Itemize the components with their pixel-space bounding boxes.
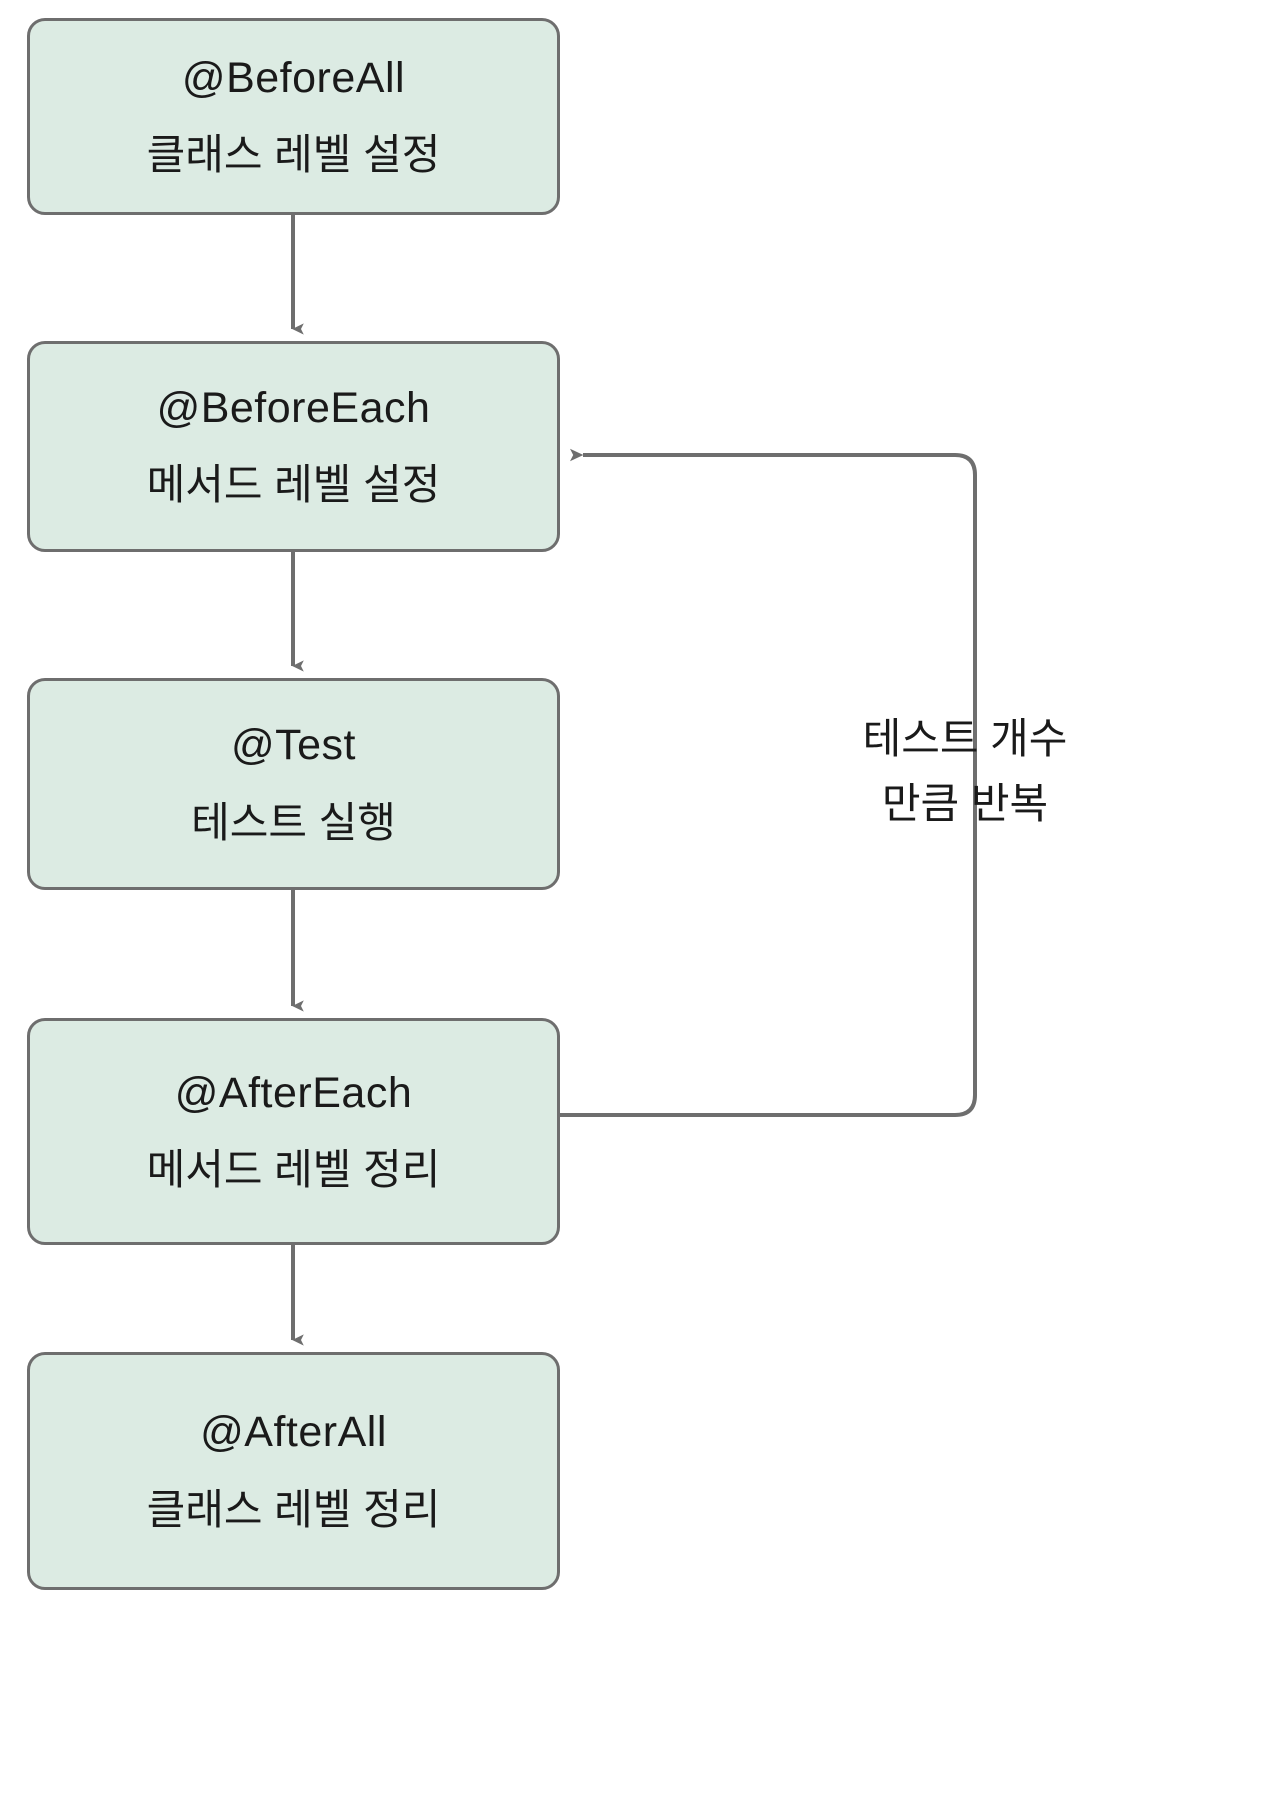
- node-test-title: @Test: [230, 721, 356, 770]
- node-after-all[interactable]: @AfterAll 클래스 레벨 정리: [27, 1352, 560, 1590]
- node-before-all-subtitle: 클래스 레벨 설정: [146, 131, 441, 179]
- node-after-each-subtitle: 메서드 레벨 정리: [146, 1146, 441, 1194]
- node-test-subtitle: 테스트 실행: [191, 798, 396, 846]
- node-before-each-subtitle: 메서드 레벨 설정: [146, 461, 441, 509]
- loop-label-line-1: 테스트 개수: [862, 715, 1068, 762]
- node-before-all-title: @BeforeAll: [181, 53, 406, 102]
- node-before-all[interactable]: @BeforeAll 클래스 레벨 설정: [27, 18, 560, 215]
- loop-label: 테스트 개수 만큼 반복: [860, 706, 1070, 836]
- connector-loop-back: [560, 448, 977, 1117]
- node-test[interactable]: @Test 테스트 실행: [27, 678, 560, 890]
- node-after-all-title: @AfterAll: [200, 1408, 387, 1457]
- node-after-each-title: @AfterEach: [174, 1068, 413, 1117]
- loop-label-line-2: 만큼 반복: [881, 780, 1049, 828]
- node-after-each[interactable]: @AfterEach 메서드 레벨 정리: [27, 1018, 560, 1245]
- node-after-all-subtitle: 클래스 레벨 정리: [146, 1485, 441, 1533]
- node-before-each-title: @BeforeEach: [156, 383, 431, 432]
- node-before-each[interactable]: @BeforeEach 메서드 레벨 설정: [27, 341, 560, 552]
